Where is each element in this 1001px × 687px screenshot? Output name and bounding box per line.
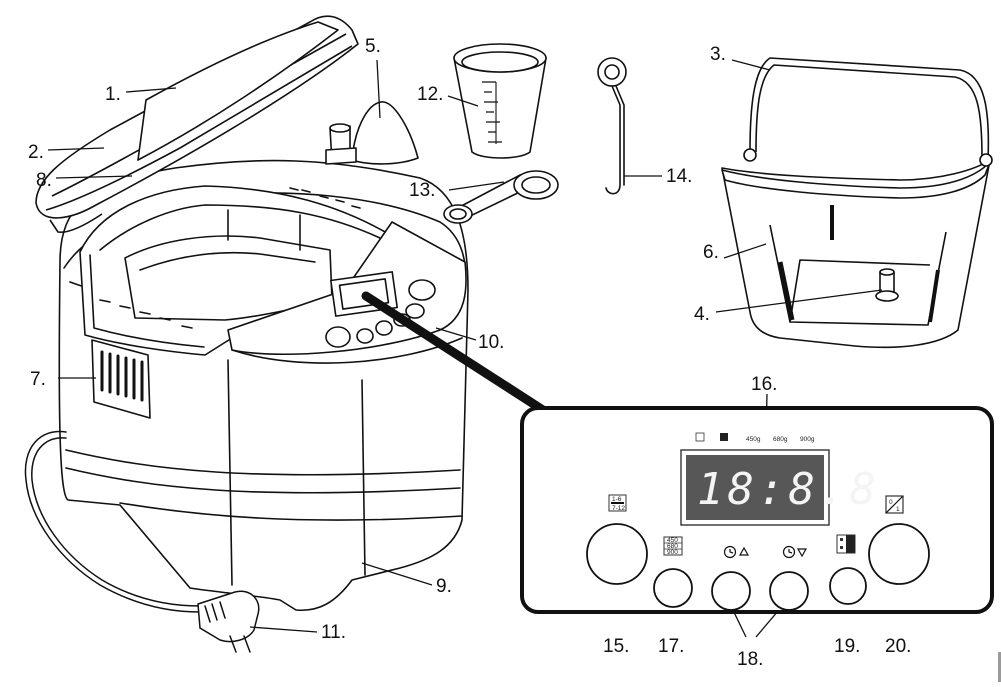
weight-450-label: 450g (746, 436, 761, 443)
callout-5: 5. (365, 36, 381, 57)
kneading-paddle (325, 101, 419, 165)
measuring-cup (453, 43, 547, 159)
callout-11: 11. (321, 622, 346, 643)
callout-labels: 1. 2. 8. 5. 12. 13. 14. 3. 6. 4. 7. 10. … (28, 36, 911, 670)
svg-text:1-6: 1-6 (612, 496, 622, 503)
start-stop-icon: 0 1 (885, 495, 904, 514)
callout-2: 2. (28, 142, 44, 163)
callout-4: 4. (694, 304, 710, 325)
svg-text:7-12: 7-12 (612, 505, 625, 512)
crust-color-icon (836, 534, 856, 554)
callout-12: 12. (417, 84, 443, 105)
loaf-size-button[interactable] (653, 568, 693, 608)
top-button (405, 303, 425, 319)
crust-light-icon (695, 432, 705, 442)
callout-15: 15. (603, 636, 629, 657)
lid-window (137, 21, 339, 161)
ventilation-grille (91, 339, 151, 419)
bread-maker (58, 159, 469, 612)
callout-8: 8. (36, 170, 52, 191)
weight-680-label: 680g (773, 436, 788, 443)
led-display (686, 455, 824, 520)
pan-handle (749, 57, 990, 161)
svg-text:680: 680 (667, 543, 678, 550)
timer-up-button[interactable] (711, 571, 751, 611)
plug (197, 590, 260, 643)
menu-icon: 1-6 7-12 (608, 494, 627, 512)
top-button (325, 326, 351, 348)
svg-text:1: 1 (896, 506, 900, 513)
start-stop-button[interactable] (868, 523, 930, 585)
weight-900-label: 900g (800, 436, 815, 443)
loaf-size-icon: 450 680 900 (663, 536, 683, 556)
top-button (356, 328, 374, 344)
leader-lines (47, 59, 883, 638)
control-panel-detail: 450g 680g 900g 18:8.8. 1-6 7-12 450 680 … (520, 406, 994, 614)
timer-down-button[interactable] (769, 571, 809, 611)
zoom-connector (361, 291, 551, 417)
paddle-removal-hook (597, 57, 627, 195)
callout-10: 10. (478, 332, 504, 353)
timer-down-icon (782, 545, 808, 559)
measuring-spoon (443, 170, 559, 224)
callout-18: 18. (737, 649, 763, 670)
callout-9: 9. (436, 576, 452, 597)
crust-dark-icon (720, 433, 728, 441)
callout-3: 3. (710, 44, 726, 65)
page-edge-mark (998, 652, 1001, 682)
timer-up-icon (723, 545, 750, 559)
top-button (375, 320, 393, 336)
callout-20: 20. (885, 636, 911, 657)
callout-1: 1. (105, 84, 121, 105)
crust-color-button[interactable] (829, 567, 867, 605)
svg-text:450: 450 (667, 537, 678, 544)
power-cord (24, 430, 260, 653)
svg-text:900: 900 (667, 549, 678, 556)
callout-14: 14. (666, 166, 692, 187)
display-readout: 18:8.8. (697, 464, 910, 515)
callout-6: 6. (703, 242, 719, 263)
callout-19: 19. (834, 636, 860, 657)
callout-13: 13. (409, 180, 435, 201)
machine-base-band (65, 449, 461, 476)
callout-7: 7. (30, 369, 46, 390)
menu-button[interactable] (586, 523, 648, 585)
callout-17: 17. (658, 636, 684, 657)
callout-16: 16. (751, 374, 777, 395)
baking-pan (721, 57, 993, 349)
svg-text:0: 0 (889, 499, 893, 506)
top-button (408, 279, 436, 301)
